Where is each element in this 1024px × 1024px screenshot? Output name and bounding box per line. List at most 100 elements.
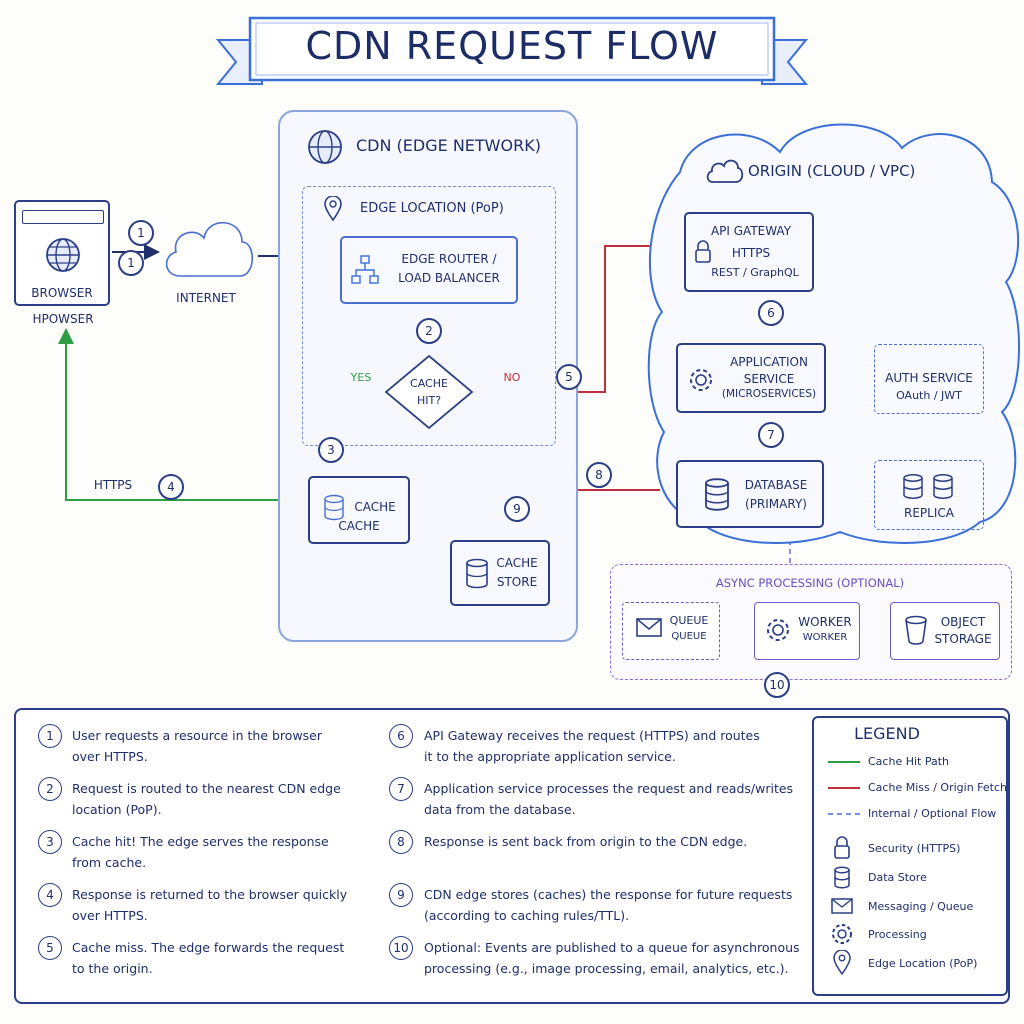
https-label: HTTPS: [93, 478, 133, 492]
step-badge: 2: [416, 318, 442, 344]
legend-item-internal: Internal / Optional Flow: [868, 807, 997, 820]
bucket-icon: [905, 615, 927, 645]
origin-title: ORIGIN (CLOUD / VPC): [748, 162, 916, 180]
object-storage-line2: STORAGE: [934, 632, 992, 646]
step-description: Optional: Events are published to a queu…: [424, 937, 804, 979]
browser-label: BROWSER: [31, 286, 93, 300]
step-description: Application service processes the reques…: [424, 778, 804, 820]
gear-icon: [690, 369, 712, 391]
cache-line1: CACHE: [354, 500, 396, 514]
step-line: over HTTPS.: [72, 749, 148, 764]
database-primary-node: DATABASE (PRIMARY): [676, 460, 824, 528]
envelope-icon: [636, 618, 662, 637]
cache-store-line1: CACHE: [496, 556, 538, 570]
auth-service-line1: AUTH SERVICE: [885, 371, 973, 385]
object-storage-line1: OBJECT: [940, 615, 986, 629]
step-line: Cache hit! The edge serves the response: [72, 834, 329, 849]
step-number: 6: [389, 724, 413, 748]
step-description: CDN edge stores (caches) the response fo…: [424, 884, 804, 926]
edge-location-label: EDGE LOCATION (PoP): [360, 201, 504, 216]
internet-cloud-icon: [165, 221, 254, 277]
app-service-line1: APPLICATION: [730, 355, 808, 369]
step-line: Request is routed to the nearest CDN edg…: [72, 781, 341, 796]
queue-line1: QUEUE: [669, 614, 709, 627]
step-number: 5: [38, 936, 62, 960]
step-number: 7: [389, 777, 413, 801]
step-number: 4: [38, 883, 62, 907]
step-line: Response is returned to the browser quic…: [72, 887, 348, 902]
edge-location-group: [302, 186, 556, 446]
step-number: 8: [389, 830, 413, 854]
database-icon: [903, 474, 953, 499]
api-gateway-line2: HTTPS: [731, 246, 771, 260]
database-line1: DATABASE: [744, 478, 808, 492]
queue-line2: QUEUE: [671, 631, 707, 642]
step-badge: 7: [758, 422, 784, 448]
cache-store-line2: STORE: [496, 575, 538, 589]
object-storage-node: OBJECT STORAGE: [890, 602, 1000, 660]
database-icon: [834, 866, 850, 889]
decision-line2: HIT?: [416, 394, 442, 407]
api-gateway-node: API GATEWAY HTTPS REST / GraphQL: [684, 212, 814, 292]
legend-line-swatches: [828, 761, 860, 815]
step-description: Request is routed to the nearest CDN edg…: [72, 778, 372, 820]
queue-node: QUEUE QUEUE: [622, 602, 720, 660]
step-line: it to the appropriate application servic…: [424, 749, 676, 764]
step-number: 1: [38, 724, 62, 748]
legend-item-cache-miss: Cache Miss / Origin Fetch: [868, 781, 1007, 794]
step-badge: 4: [158, 474, 184, 500]
network-icon: [351, 255, 379, 284]
yes-label: YES: [350, 371, 372, 384]
cache-hit-decision: [384, 354, 474, 430]
step-description: User requests a resource in the browser o…: [72, 725, 372, 767]
edge-router-line1: EDGE ROUTER /: [401, 252, 497, 266]
legend-title: LEGEND: [854, 724, 920, 743]
step-line: User requests a resource in the browser: [72, 728, 323, 743]
replica-node: REPLICA: [874, 460, 984, 530]
step-description: Cache hit! The edge serves the response f…: [72, 831, 372, 873]
step-line: location (PoP).: [72, 802, 162, 817]
application-service-node: APPLICATION SERVICE (MICROSERVICES): [676, 343, 826, 413]
legend-item-messaging: Messaging / Queue: [868, 900, 974, 913]
database-icon: [705, 478, 729, 511]
step-description: Response is returned to the browser quic…: [72, 884, 372, 926]
api-gateway-line3: REST / GraphQL: [711, 266, 799, 279]
worker-line1: WORKER: [798, 615, 852, 629]
replica-label: REPLICA: [904, 506, 954, 520]
browser-caption: HPOWSER: [32, 312, 94, 326]
step-line: Response is sent back from origin to the…: [424, 834, 748, 849]
step-number: 9: [389, 883, 413, 907]
gear-icon: [767, 619, 789, 641]
step-badge: 6: [758, 300, 784, 326]
cache-node: CACHE CACHE: [308, 476, 410, 544]
location-pin-icon: [324, 196, 342, 222]
step-line: to the origin.: [72, 961, 153, 976]
decision-line1: CACHE: [410, 377, 448, 390]
cdn-title: CDN (EDGE NETWORK): [356, 136, 541, 155]
legend-item-processing: Processing: [868, 928, 927, 941]
page-title: CDN REQUEST FLOW: [305, 24, 719, 68]
legend-item-cache-hit: Cache Hit Path: [868, 755, 950, 768]
step-description: Response is sent back from origin to the…: [424, 831, 804, 852]
envelope-icon: [831, 898, 853, 914]
step-line: from cache.: [72, 855, 147, 870]
gear-icon: [832, 924, 852, 944]
database-icon: [466, 558, 488, 589]
location-pin-icon: [833, 950, 851, 976]
step-number: 2: [38, 777, 62, 801]
cloud-icon: [706, 159, 744, 183]
step-description: API Gateway receives the request (HTTPS)…: [424, 725, 804, 767]
legend-item-data-store: Data Store: [868, 871, 927, 884]
browser-node: BROWSER: [14, 200, 110, 306]
database-line2: (PRIMARY): [745, 497, 807, 511]
step-badge: 1: [118, 250, 144, 276]
cache-line2: CACHE: [338, 519, 380, 533]
worker-line2: WORKER: [802, 632, 848, 643]
step-badge: 10: [764, 672, 790, 698]
step-line: Optional: Events are published to a queu…: [424, 940, 800, 955]
api-gateway-line1: API GATEWAY: [710, 224, 792, 238]
lock-icon: [695, 240, 711, 263]
step-badge: 1: [128, 220, 154, 246]
step-line: over HTTPS.: [72, 908, 148, 923]
database-icon: [324, 494, 344, 521]
